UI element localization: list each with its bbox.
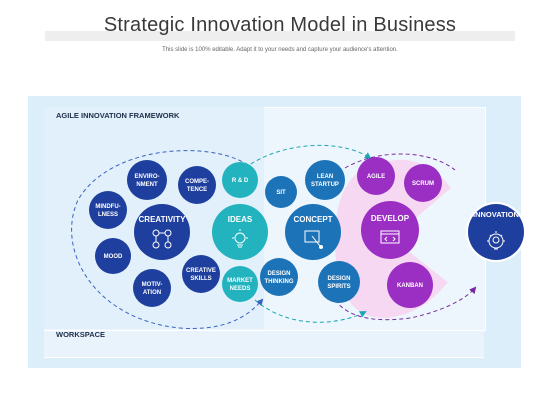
node-kanban-label: KANBAN <box>397 283 423 289</box>
node-creative-skills-line1: CREATIVE <box>186 268 216 274</box>
page-subtitle: This slide is 100% editable. Adapt it to… <box>162 47 398 53</box>
node-agile-label: AGILE <box>367 174 385 180</box>
node-design-spirits-line1: DESIGN <box>327 276 350 282</box>
node-scrum: SCRUM <box>404 164 442 202</box>
gear-bulb-icon <box>487 231 505 250</box>
node-develop: DEVELOP <box>361 201 419 259</box>
page-title: Strategic Innovation Model in Business <box>103 14 457 36</box>
node-develop-label: DEVELOP <box>371 214 410 223</box>
node-environment-line2: NMENT <box>136 182 158 188</box>
concept-loop <box>244 144 372 169</box>
node-mood-label: MOOD <box>104 254 123 260</box>
node-mindfulness-line2: LNESS <box>98 212 118 218</box>
node-design-thinking-line2: THINKING <box>265 279 294 285</box>
node-mood: MOOD <box>95 238 131 274</box>
node-mindfulness: MINDFU- LNESS <box>89 191 127 229</box>
node-market-needs: MARKET NEEDS <box>222 266 258 302</box>
node-environment-line1: ENVIRO- <box>134 174 159 180</box>
lightbulb-icon <box>232 229 248 248</box>
node-motivation-line1: MOTIV- <box>142 282 163 288</box>
node-competence-line1: COMPE- <box>185 179 209 185</box>
node-sit: SIT <box>265 176 297 208</box>
node-design-thinking: DESIGN THINKING <box>260 258 298 296</box>
node-r-and-d: R & D <box>222 162 258 198</box>
node-ideas-label: IDEAS <box>228 215 253 224</box>
develop-zone-mouth <box>392 172 470 300</box>
node-motivation-line2: ATION <box>143 290 161 296</box>
framework-label: AGILE INNOVATION FRAMEWORK <box>56 111 180 120</box>
node-agile: AGILE <box>357 157 395 195</box>
node-design-spirits: DESIGN SPIRITS <box>318 261 360 303</box>
creativity-loop <box>71 150 264 329</box>
node-lean-startup-line1: LEAN <box>317 174 333 180</box>
workspace-strip <box>44 330 484 358</box>
code-window-icon <box>380 230 400 244</box>
node-concept: CONCEPT <box>285 204 341 260</box>
develop-loop <box>334 286 477 321</box>
node-competence-line2: TENCE <box>187 187 207 193</box>
node-creative-skills-line2: SKILLS <box>190 276 211 282</box>
title-underlay-bar <box>45 31 515 41</box>
node-competence: COMPE- TENCE <box>178 166 216 204</box>
node-creativity-label: CREATIVITY <box>139 215 187 224</box>
node-mindfulness-line1: MINDFU- <box>95 204 120 210</box>
node-lean-startup: LEAN STARTUP <box>305 160 345 200</box>
node-motivation: MOTIV- ATION <box>133 269 171 307</box>
ideas-to-spirits-loop <box>254 299 367 323</box>
node-lean-startup-line2: STARTUP <box>311 182 339 188</box>
node-innovation-label: INNOVATION <box>473 210 519 219</box>
node-kanban: KANBAN <box>387 262 433 308</box>
puzzle-network-icon <box>152 229 172 249</box>
node-sit-label: SIT <box>276 190 286 196</box>
touch-screen-icon <box>304 230 323 249</box>
node-r-and-d-label: R & D <box>232 178 249 184</box>
node-market-needs-line1: MARKET <box>227 278 253 284</box>
node-scrum-label: SCRUM <box>412 181 434 187</box>
node-market-needs-line2: NEEDS <box>230 286 251 292</box>
node-creative-skills: CREATIVE SKILLS <box>182 255 220 293</box>
workspace-label: WORKSPACE <box>56 330 106 339</box>
node-design-thinking-line1: DESIGN <box>267 271 290 277</box>
node-environment: ENVIRO- NMENT <box>127 160 167 200</box>
node-design-spirits-line2: SPIRITS <box>327 284 350 290</box>
node-ideas: IDEAS <box>212 204 268 260</box>
node-creativity: CREATIVITY <box>134 204 190 260</box>
node-concept-label: CONCEPT <box>293 215 332 224</box>
node-innovation: INNOVATION <box>466 202 526 262</box>
